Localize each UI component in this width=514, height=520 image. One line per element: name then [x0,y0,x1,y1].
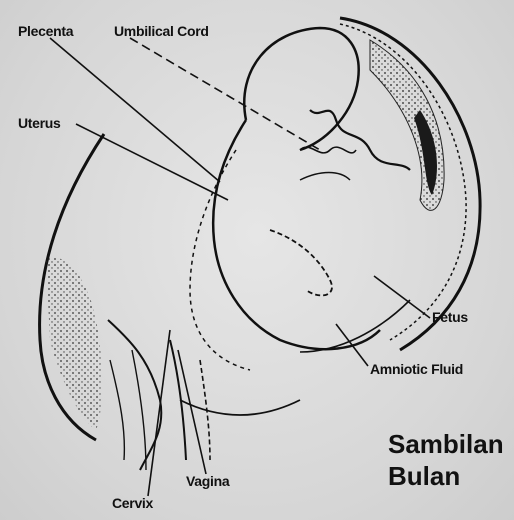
fetus-inner-dashed [190,150,250,370]
label-placenta: Plecenta [18,24,73,38]
fetus-limb [270,230,332,295]
lower-tissue-lines [110,350,146,470]
amniotic-membrane-2 [180,400,300,415]
caption-line-1: Sambilan [388,428,504,460]
fetus-head [244,28,358,150]
label-amniotic-fluid: Amniotic Fluid [370,362,463,376]
caption-line-2: Bulan [388,460,504,492]
caption-sambilan-bulan: Sambilan Bulan [388,428,504,492]
leader-umbilical-cord [130,38,320,150]
cervix-shape [108,320,161,470]
uterine-tissue-stipple [46,258,102,431]
leader-placenta [50,38,220,182]
label-fetus: Fetus [432,310,468,324]
umbilical-cord-2 [300,147,356,153]
leader-cervix [148,330,170,496]
label-vagina: Vagina [186,474,229,488]
vagina-canal [170,340,186,460]
fetus-arm [300,173,350,181]
label-cervix: Cervix [112,496,153,510]
label-uterus: Uterus [18,116,61,130]
umbilical-cord [310,110,410,170]
fetus-back [213,120,380,349]
leader-fetus [374,276,430,318]
label-umbilical-cord: Umbilical Cord [114,24,209,38]
leader-uterus [76,124,228,200]
